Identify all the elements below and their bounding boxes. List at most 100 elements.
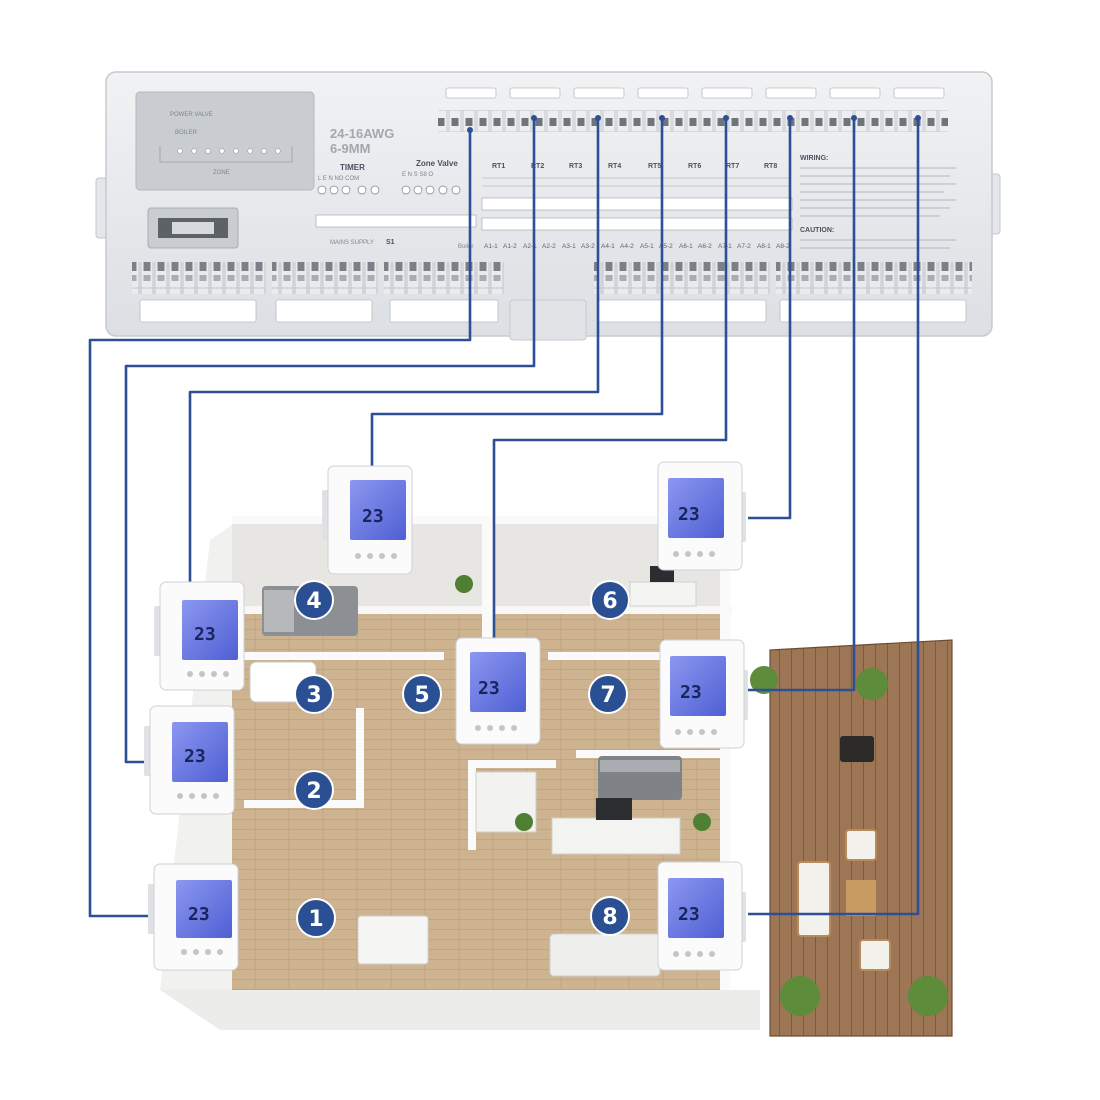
rt-label: RT7 <box>726 163 739 170</box>
wiring-title: WIRING: <box>800 155 828 162</box>
panel-power-valve-label: POWER VALVE <box>170 112 213 118</box>
zone-badges: 1 2 3 4 5 6 7 8 <box>294 580 630 938</box>
zone-badge-8: 8 <box>590 896 630 936</box>
house-floor-plan <box>160 516 953 1037</box>
timer-label: TIMER <box>340 163 365 172</box>
actuator-label: A8-2 <box>776 243 790 250</box>
bottom-terminal-strip-zones-b <box>776 262 972 294</box>
thermostat-temp: 23 <box>678 504 700 525</box>
zone-number: 1 <box>308 907 323 932</box>
thermostat-zone-3: 23 <box>154 581 245 691</box>
sofa-living <box>549 933 661 977</box>
plant-icon <box>856 668 888 700</box>
bottom-terminal-strip-mains <box>272 262 378 294</box>
plant-icon <box>693 813 711 831</box>
thermostat-wires <box>88 115 921 918</box>
thermostat-temp: 23 <box>194 624 216 645</box>
deck-grill <box>840 736 874 762</box>
zone-number: 3 <box>306 683 321 708</box>
actuator-label: A5-2 <box>659 243 673 250</box>
actuator-label: A6-2 <box>698 243 712 250</box>
zone-valve-screw-row <box>401 185 461 195</box>
thermostat-zone-8: 23 <box>657 861 746 971</box>
plant-icon <box>750 666 778 694</box>
dining-table <box>357 915 429 965</box>
deck-chair <box>859 939 891 971</box>
plant-icon <box>455 575 473 593</box>
actuator-label: A8-1 <box>757 243 771 250</box>
zone-number: 5 <box>414 683 429 708</box>
wire-zone-1 <box>88 300 472 918</box>
wire-zone-5 <box>492 118 728 648</box>
bottom-terminal-strip-valve <box>384 262 504 294</box>
thermostat-temp: 23 <box>362 506 384 527</box>
deck-table <box>846 880 876 916</box>
zone-valve-label: Zone Valve <box>416 159 458 168</box>
thermostat-temp: 23 <box>678 904 700 925</box>
timer-screw-row <box>317 185 380 195</box>
panel-zone-label: ZONE <box>213 170 230 176</box>
rt-label: RT3 <box>569 163 582 170</box>
plant-icon <box>780 976 820 1016</box>
actuator-label: A4-1 <box>601 243 615 250</box>
wire-zone-3 <box>188 118 600 590</box>
thermostat-temp: 23 <box>478 678 500 699</box>
thermostat-zone-7: 23 <box>659 639 748 749</box>
rt-label: RT6 <box>688 163 701 170</box>
actuator-label: A1-2 <box>503 243 517 250</box>
deck-chair <box>845 829 877 861</box>
plant-icon <box>908 976 948 1016</box>
s1-label: S1 <box>386 239 395 246</box>
deck-sofa <box>797 861 831 937</box>
zone-led-row <box>177 148 281 154</box>
wire-size-awg: 24-16AWG <box>330 126 394 141</box>
thermostat-zone-6: 23 <box>657 461 746 571</box>
zone-number: 2 <box>306 779 321 804</box>
rt-label: RT5 <box>648 163 661 170</box>
zone-number: 8 <box>602 905 617 930</box>
boiler-label: Boiler <box>458 244 473 250</box>
panel-boiler-label: BOILER <box>175 130 198 136</box>
wire-zone-7 <box>748 118 856 692</box>
desk-room-6 <box>629 581 697 607</box>
zone-badge-7: 7 <box>588 674 628 714</box>
zone-badge-3: 3 <box>294 674 334 714</box>
actuator-label: A7-2 <box>737 243 751 250</box>
zone-number: 6 <box>602 589 617 614</box>
actuator-label: A3-1 <box>562 243 576 250</box>
thermostat-zone-1: 23 <box>148 863 239 971</box>
rt-label: RT2 <box>531 163 544 170</box>
plant-icon <box>515 813 533 831</box>
thermostat-zone-4: 23 <box>322 465 413 575</box>
mains-supply-label: MAINS SUPPLY <box>330 240 374 246</box>
status-led-panel <box>135 91 315 191</box>
top-terminal-strip <box>438 110 948 132</box>
wire-zone-8 <box>748 118 920 916</box>
bottom-terminal-strip-left <box>132 262 266 294</box>
actuator-label: A2-2 <box>542 243 556 250</box>
rt-label: RT4 <box>608 163 621 170</box>
wiring-center-controller: POWER VALVE BOILER ZONE 24-16AWG 6-9MM T… <box>95 71 1001 341</box>
wire-zone-4 <box>370 118 664 470</box>
thermostats: 23 23 23 23 23 <box>144 461 748 971</box>
zone-number: 7 <box>600 683 615 708</box>
caution-title: CAUTION: <box>800 227 834 234</box>
thermostat-zone-5: 23 <box>455 637 541 745</box>
zone-valve-terminals: E N S S8 O <box>402 172 433 178</box>
room-thermostat-labels: RT1 RT2 RT3 RT4 RT5 RT6 RT7 RT8 <box>492 163 777 170</box>
rt-label: RT8 <box>764 163 777 170</box>
actuator-label: A4-2 <box>620 243 634 250</box>
zone-badge-5: 5 <box>402 674 442 714</box>
actuator-label: A1-1 <box>484 243 498 250</box>
zone-badge-2: 2 <box>294 770 334 810</box>
wire-zone-6 <box>748 118 792 520</box>
timer-terminals: L E N NO COM <box>318 176 359 182</box>
bottom-terminal-strip-zones-a <box>594 262 770 294</box>
actuator-label: A2-1 <box>523 243 537 250</box>
thermostat-temp: 23 <box>680 682 702 703</box>
wire-zone-2 <box>124 118 536 764</box>
actuator-label: A5-1 <box>640 243 654 250</box>
actuator-label: A6-1 <box>679 243 693 250</box>
zone-number: 4 <box>306 589 321 614</box>
thermostat-temp: 23 <box>184 746 206 767</box>
